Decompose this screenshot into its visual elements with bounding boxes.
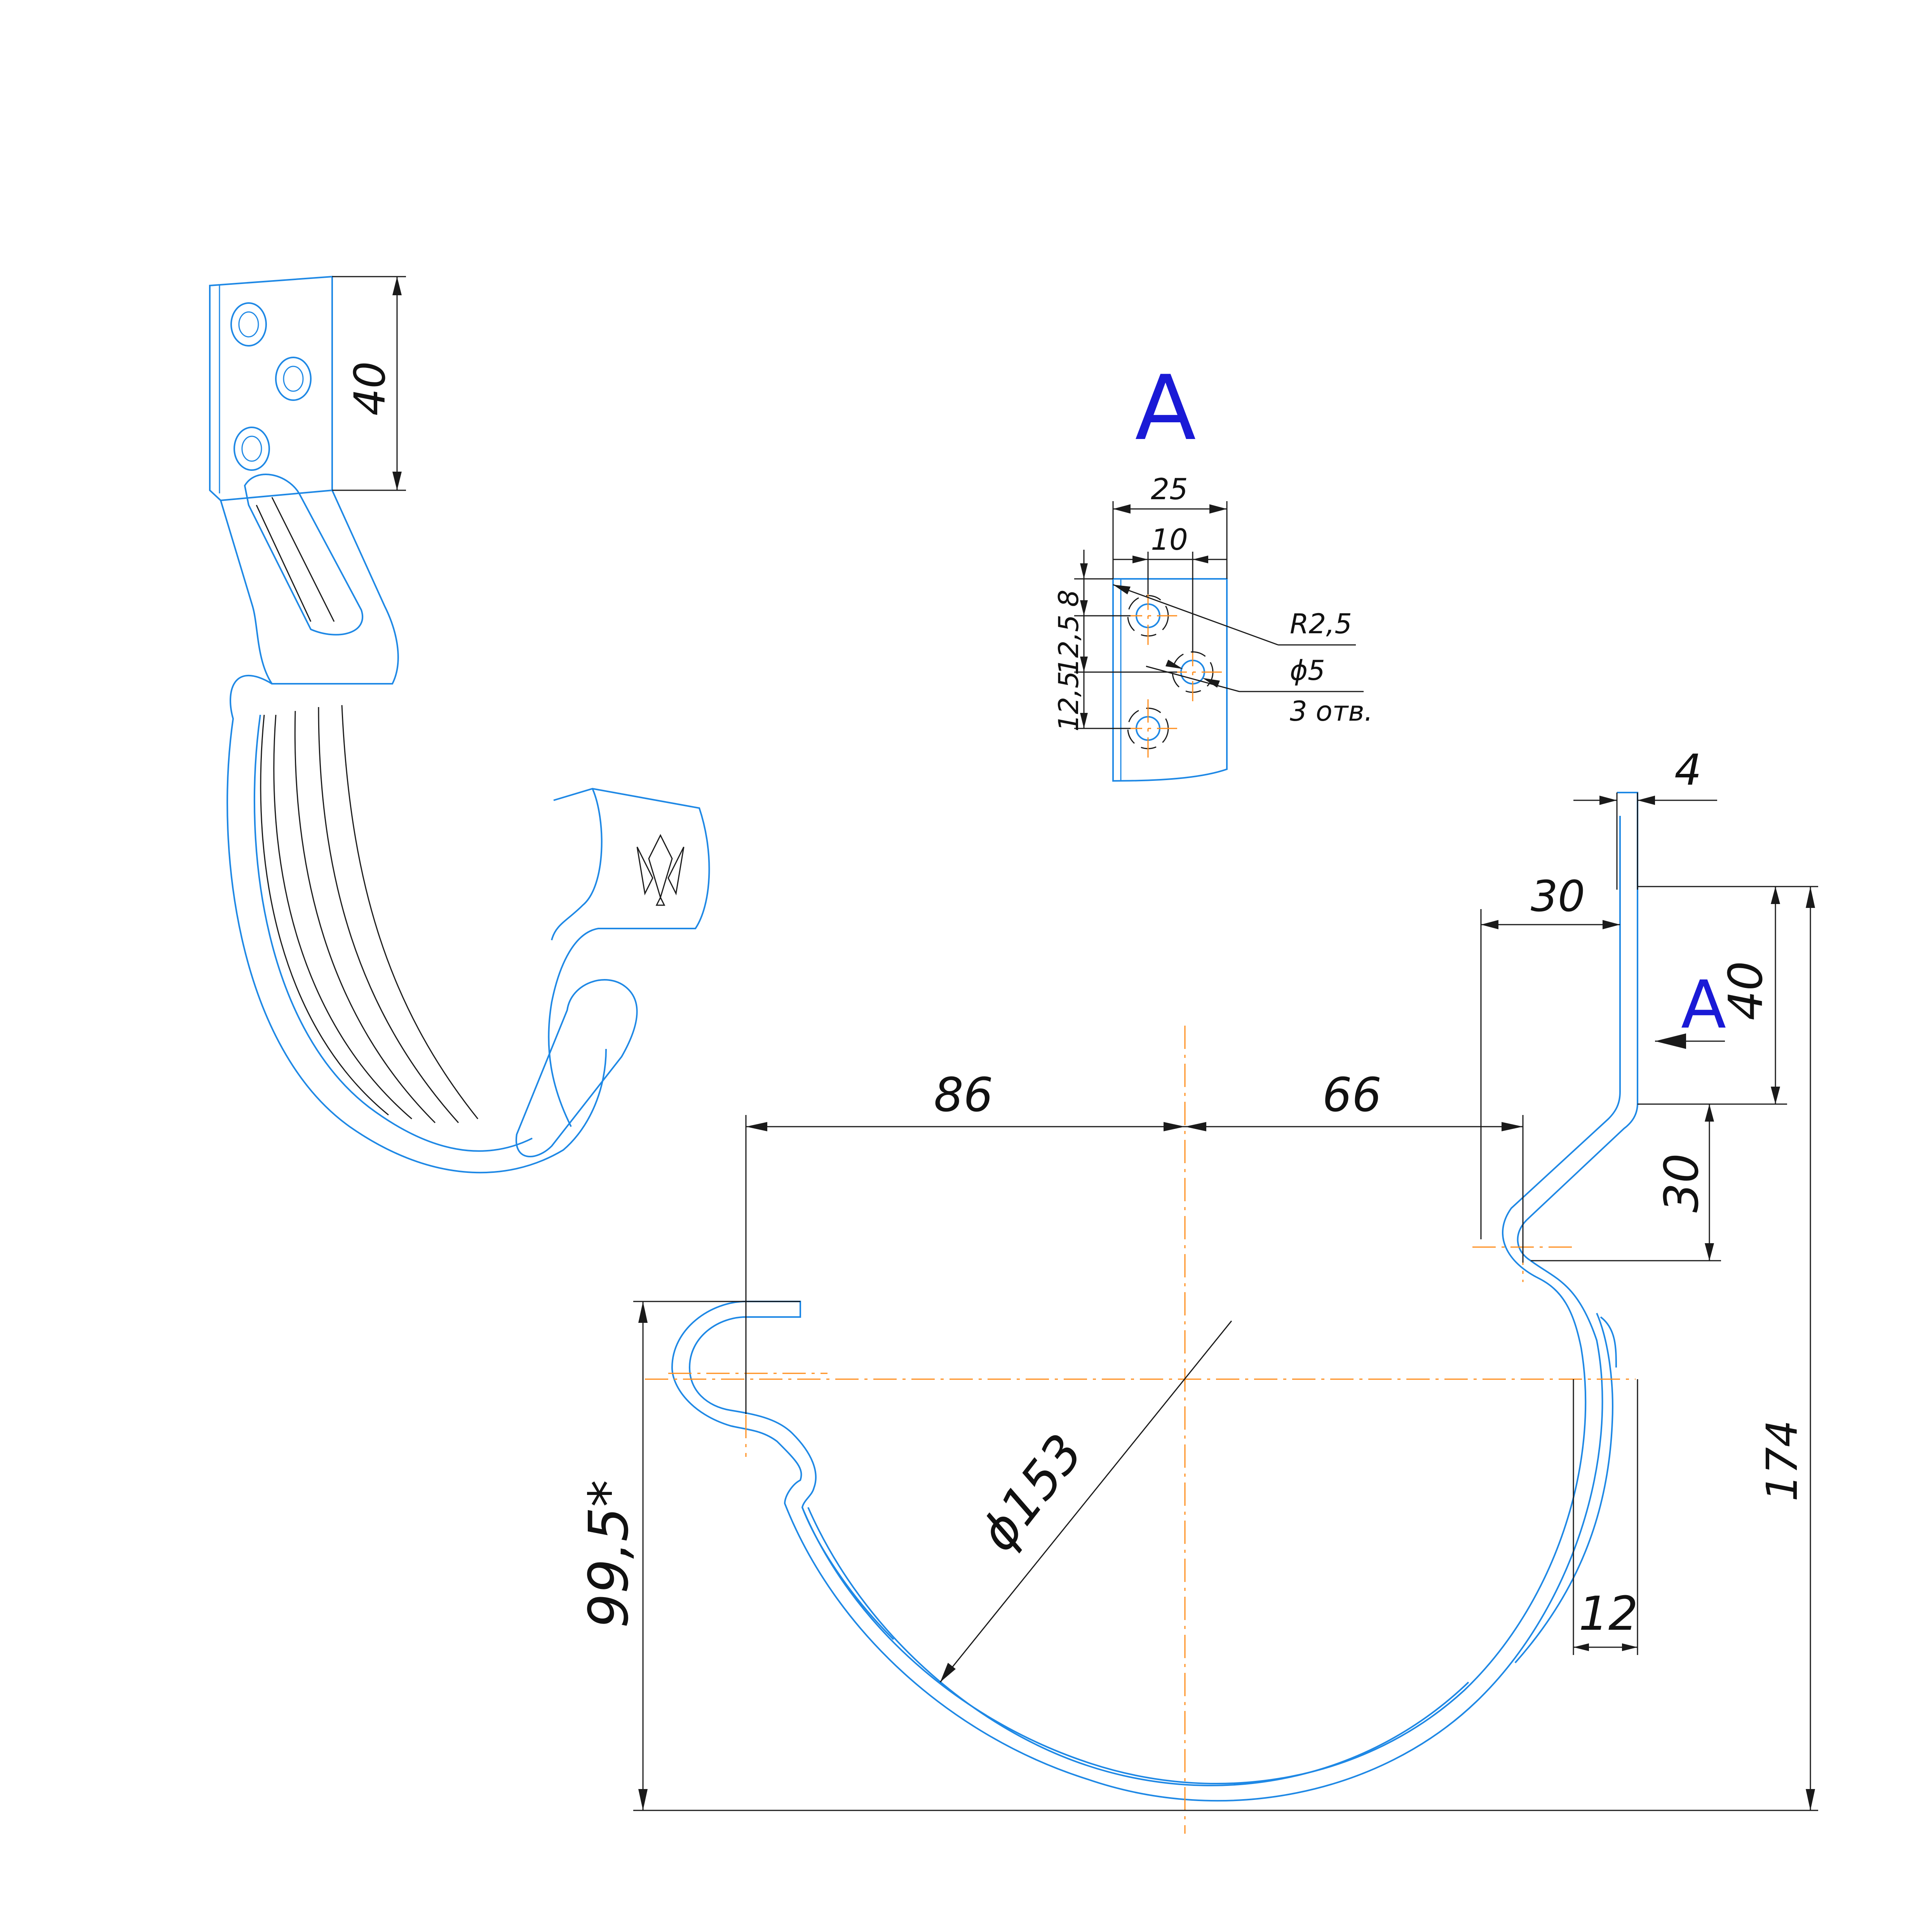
iso-dim-40: 40: [332, 276, 406, 491]
main-dim-174: 174: [1757, 887, 1815, 1810]
main-dim-30-vertical: 30: [1531, 1104, 1721, 1261]
main-bracket-outline: [671, 792, 1638, 1802]
main-dim-86-66: 86 66: [745, 1068, 1524, 1414]
view-a-arrow-label: A: [1681, 967, 1726, 1044]
main-dim-99-5: 99,5*: [577, 1301, 1818, 1811]
main-dim-174-text: 174: [1757, 1420, 1807, 1502]
iso-lip-curl: [551, 788, 603, 941]
leader-r2-5: R2,5: [1113, 584, 1356, 646]
phi5-text: ϕ5: [1290, 655, 1325, 686]
iso-emblem-icon: [636, 834, 685, 906]
dim-25-text: 25: [1151, 472, 1188, 506]
iso-mounting-holes: [230, 302, 312, 471]
main-dim-86-text: 86: [934, 1068, 993, 1122]
plate-outline: [1112, 578, 1228, 782]
main-dim-diameter: ϕ153: [939, 1321, 1232, 1683]
main-dim-diameter-text: ϕ153: [968, 1423, 1094, 1562]
dim-8-text: 8: [1053, 590, 1085, 607]
main-dim-30-v-text: 30: [1655, 1153, 1709, 1213]
leader-phi5: ϕ5 3 отв.: [1146, 655, 1373, 727]
dim-10: 10: [1113, 523, 1227, 653]
main-right-stiffener-1: [1514, 1313, 1613, 1664]
main-lip-inner: [801, 1507, 894, 1640]
iso-neck-slot: [244, 474, 363, 636]
iso-front-lip: [548, 787, 710, 1127]
dim-12-5-upper-text: 12,5: [1053, 615, 1085, 675]
main-dim-99-5-text: 99,5*: [577, 1480, 641, 1628]
dim-vertical-chain: 8 12,5 12,5: [1053, 550, 1177, 732]
iso-neck-slot-inner: [256, 497, 335, 622]
iso-mounting-flange: [209, 275, 333, 502]
dim-10-text: 10: [1151, 523, 1188, 557]
main-dim-4-text: 4: [1674, 745, 1702, 795]
main-right-stiffener-2: [1600, 1316, 1617, 1368]
main-dim-12-text: 12: [1579, 1587, 1638, 1641]
dim-25: 25: [1112, 472, 1228, 579]
main-bottom-arc-inner: [807, 1507, 1469, 1786]
view-a-label: A: [1135, 357, 1196, 460]
iso-angled-neck: [220, 490, 399, 685]
main-dim-12: 12: [1573, 1379, 1638, 1655]
iso-dim-40-text: 40: [345, 361, 395, 416]
r2-5-text: R2,5: [1290, 608, 1352, 640]
main-centerlines: [645, 1026, 1636, 1834]
iso-hook-outer: [226, 674, 607, 1174]
main-dim-40-text: 40: [1719, 961, 1773, 1021]
main-dim-40: 40: [1638, 886, 1818, 1105]
main-dim-4: 4: [1573, 745, 1717, 890]
isometric-gutter-bracket: 40: [209, 275, 710, 1174]
iso-hook-ribs: [260, 705, 479, 1124]
iso-hook-inner: [253, 714, 533, 1152]
main-dim-66-text: 66: [1322, 1068, 1382, 1122]
dim-12-5-lower-text: 12,5: [1053, 671, 1085, 732]
detail-view-a: A 25: [1053, 357, 1373, 782]
view-a-arrow: A: [1655, 967, 1726, 1049]
hole-count-text: 3 отв.: [1290, 695, 1373, 727]
main-side-view: 4 30 40 A 30: [577, 745, 1818, 1834]
iso-lip-slot: [515, 979, 638, 1158]
main-dim-30-horizontal: 30: [1480, 871, 1620, 1239]
main-dim-30-h-text: 30: [1531, 871, 1585, 921]
